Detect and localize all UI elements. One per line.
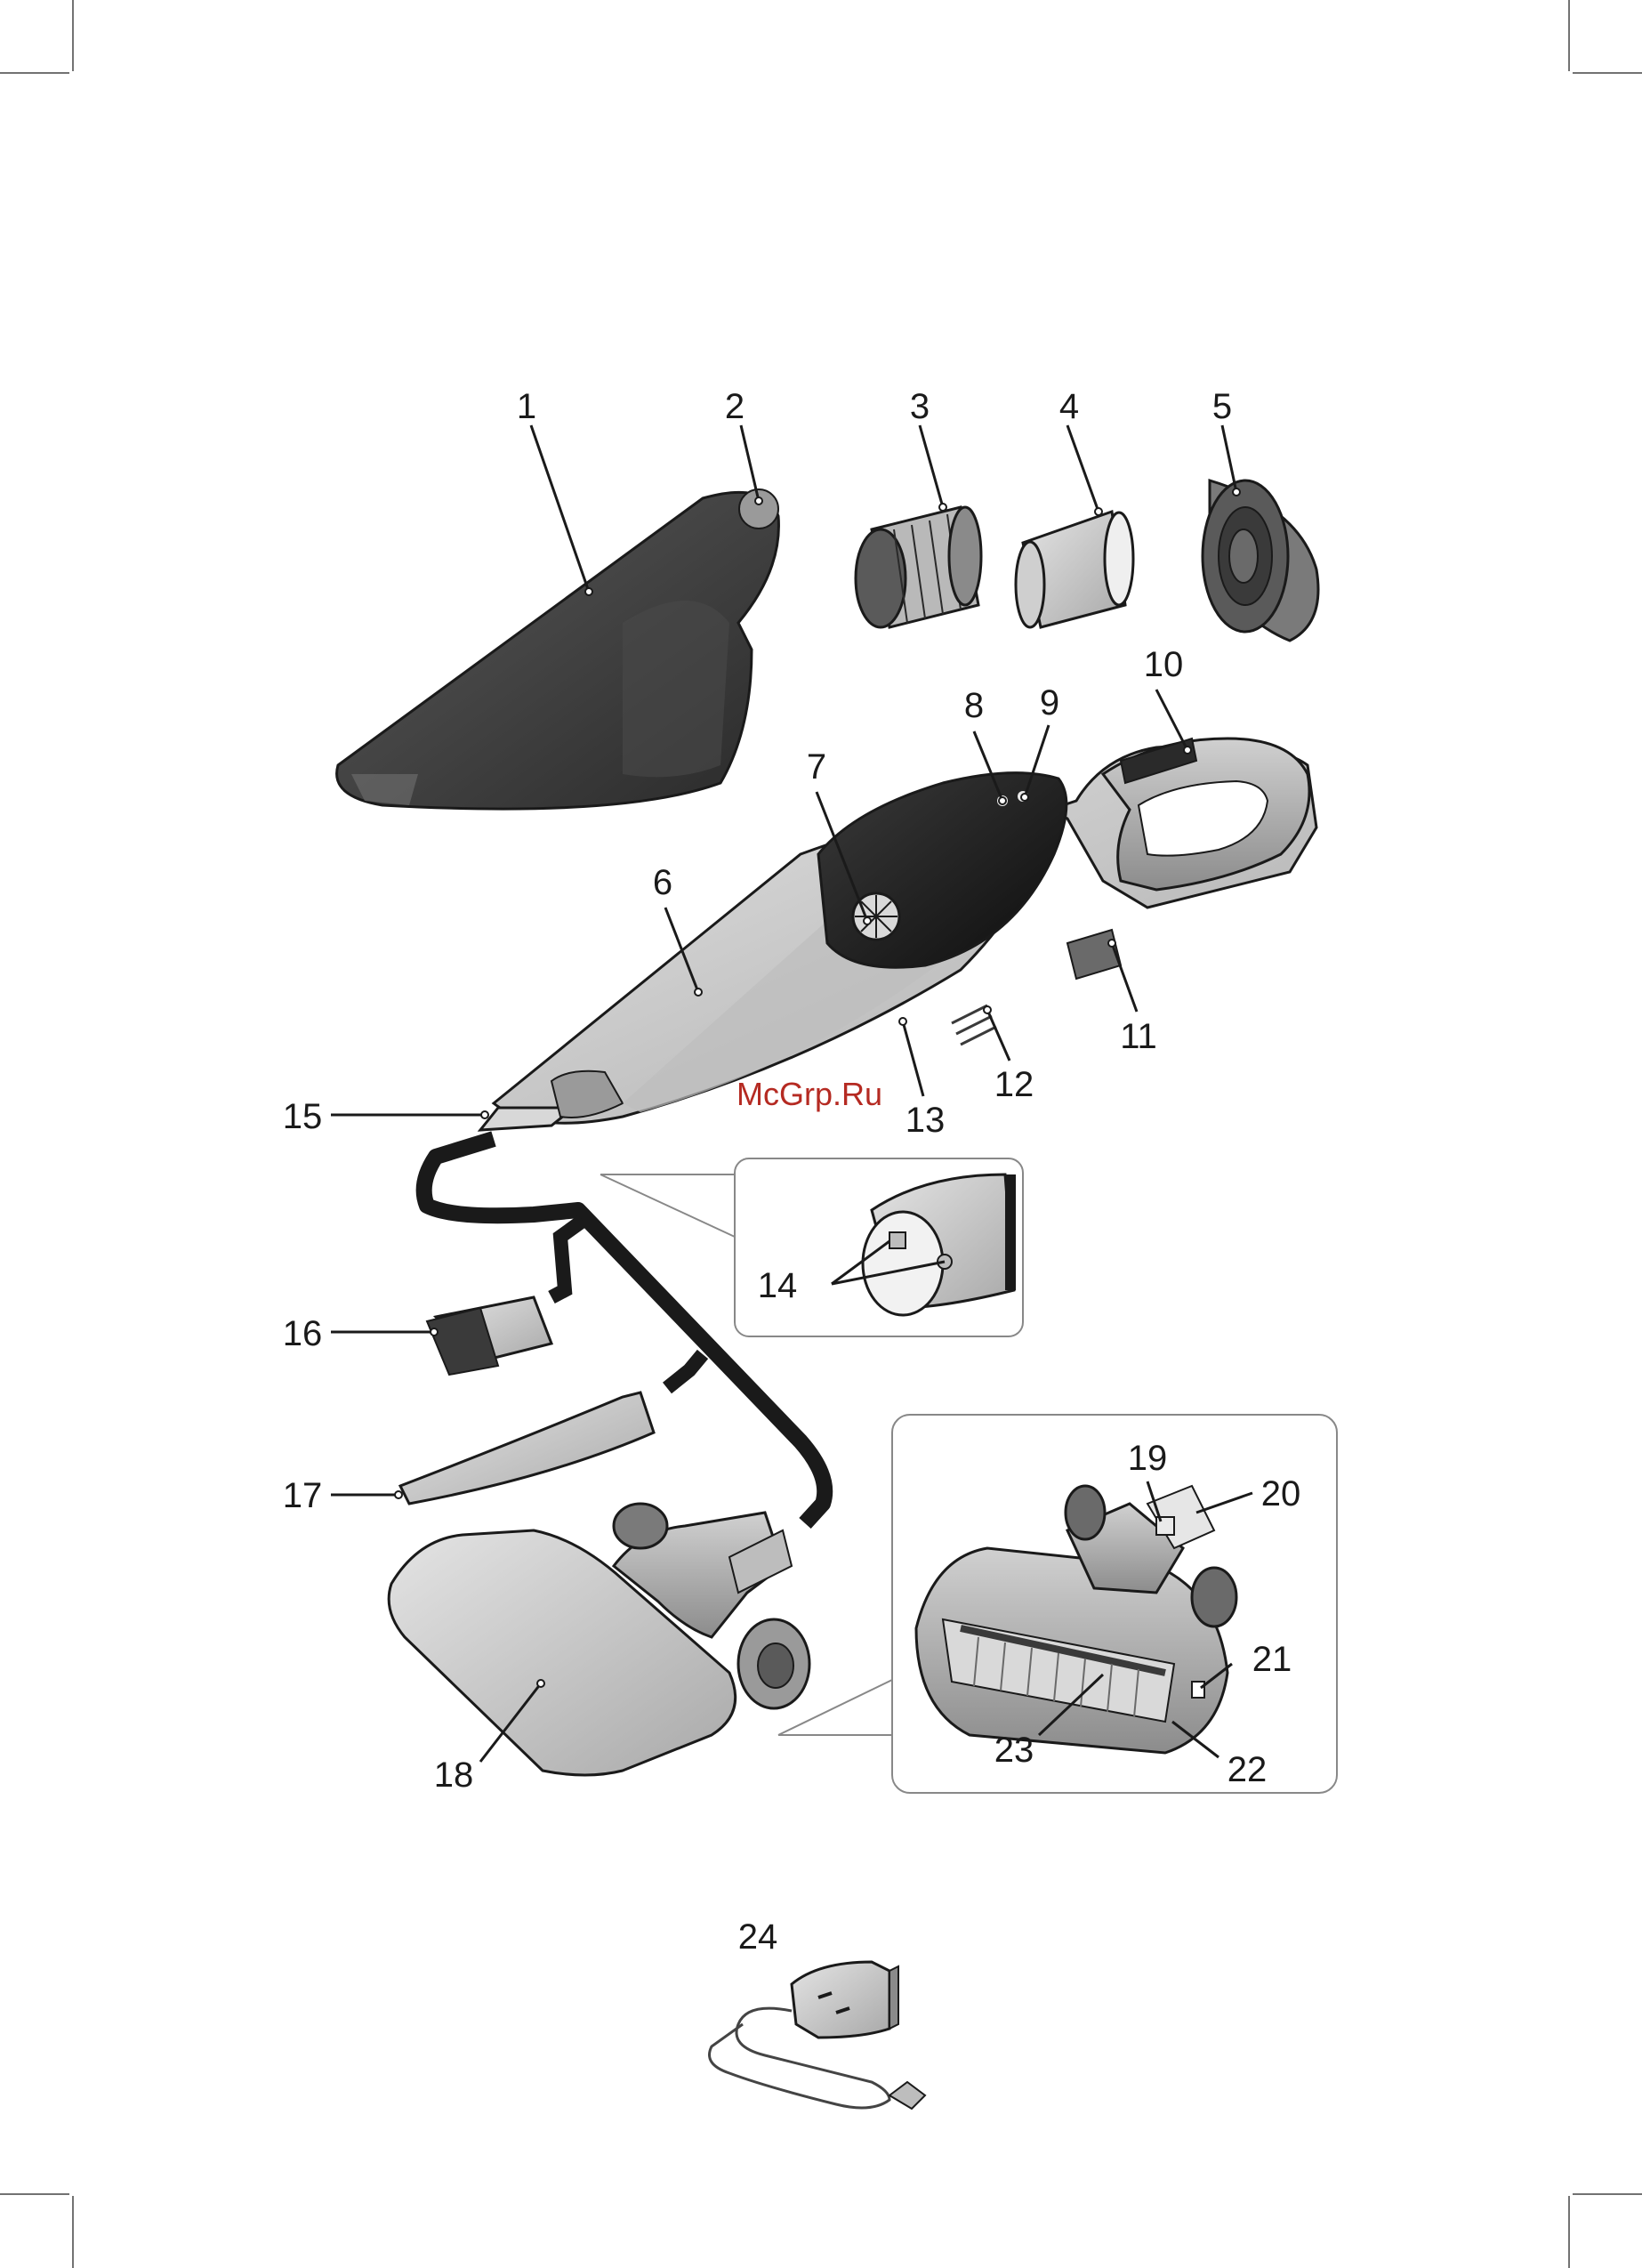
label-part-15: 15 [283, 1097, 323, 1136]
label-part-24: 24 [738, 1917, 778, 1957]
label-part-3: 3 [910, 387, 930, 426]
label-part-20: 20 [1261, 1474, 1301, 1513]
crevice-tool-part-17 [400, 1392, 654, 1504]
label-part-6: 6 [653, 863, 672, 902]
label-part-7: 7 [807, 747, 826, 787]
label-part-18: 18 [434, 1755, 474, 1795]
label-part-13: 13 [906, 1101, 946, 1140]
label-part-12: 12 [994, 1065, 1034, 1104]
label-part-16: 16 [283, 1314, 323, 1353]
dust-container-part-1 [337, 489, 779, 809]
motor-housing [818, 773, 1066, 968]
label-part-11: 11 [1120, 1017, 1157, 1056]
label-part-5: 5 [1212, 387, 1232, 426]
label-part-9: 9 [1040, 683, 1059, 722]
label-part-8: 8 [964, 686, 984, 725]
cover-disc-part-5 [1203, 480, 1318, 641]
label-part-14: 14 [758, 1266, 798, 1305]
switch-part-11 [1067, 930, 1121, 979]
label-part-19: 19 [1128, 1439, 1168, 1478]
label-part-21: 21 [1252, 1640, 1292, 1679]
label-part-17: 17 [283, 1476, 323, 1515]
inset-nozzle-underside [778, 1415, 1337, 1793]
watermark: McGrp.Ru [736, 1076, 882, 1112]
label-part-23: 23 [994, 1731, 1034, 1770]
brush-attachment-part-16 [427, 1297, 551, 1375]
label-part-1: 1 [517, 387, 536, 426]
label-part-22: 22 [1227, 1750, 1268, 1789]
label-part-4: 4 [1059, 387, 1079, 426]
filter-cone-part-4 [1016, 512, 1133, 627]
charger-adapter-part-24 [710, 1962, 926, 2109]
filter-part-3 [856, 507, 981, 627]
floor-nozzle-part-18 [389, 1504, 809, 1775]
label-part-2: 2 [725, 387, 745, 426]
label-part-10: 10 [1144, 645, 1184, 684]
